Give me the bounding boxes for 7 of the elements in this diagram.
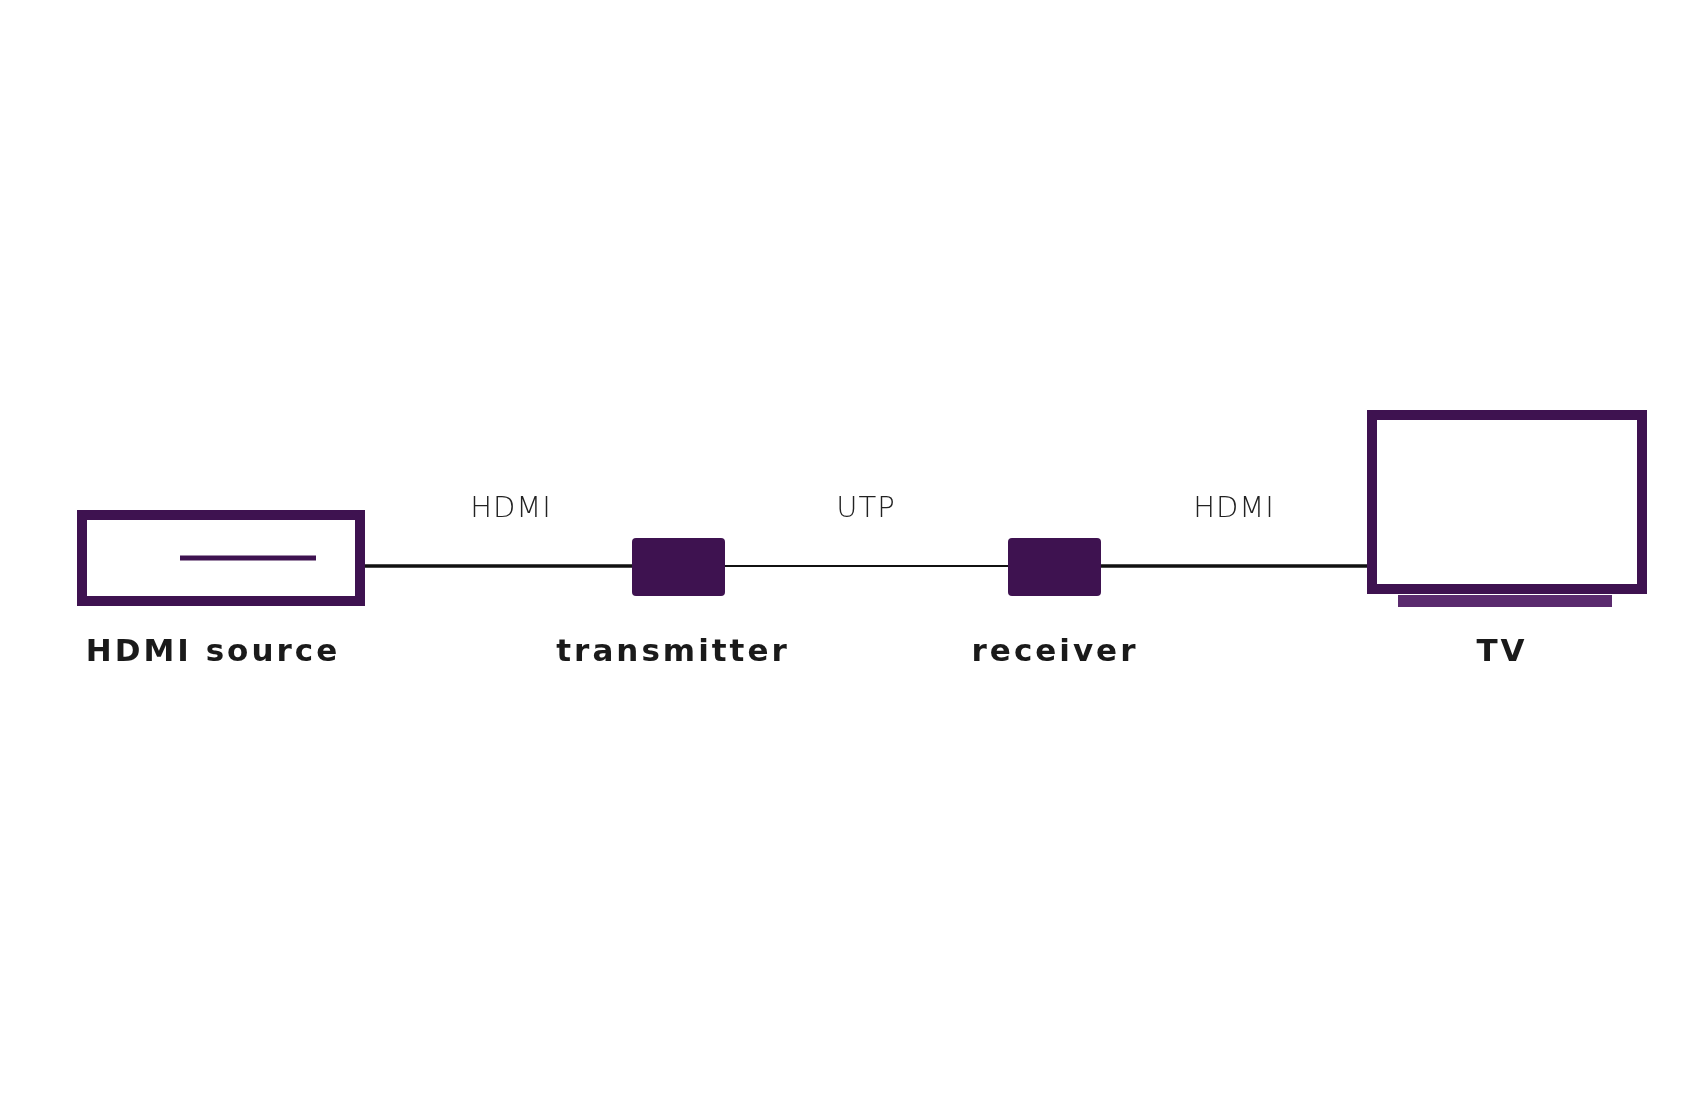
device-label: TV bbox=[1476, 632, 1528, 668]
cable-line bbox=[365, 564, 632, 568]
cable-line bbox=[1101, 564, 1367, 568]
device-label: transmitter bbox=[556, 632, 790, 668]
device-label: HDMI source bbox=[85, 632, 341, 668]
cable-line bbox=[724, 565, 1009, 567]
device-label: receiver bbox=[971, 632, 1139, 668]
